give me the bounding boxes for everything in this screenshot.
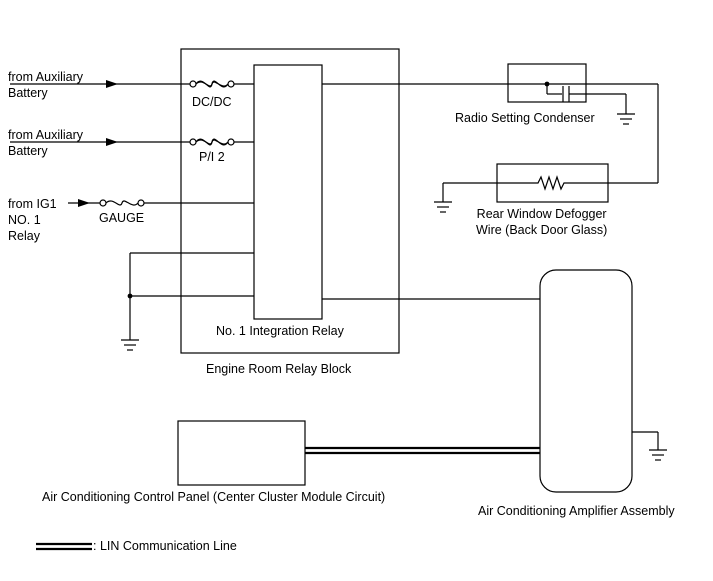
relay-block-title: Engine Room Relay Block xyxy=(206,362,352,376)
lin-line xyxy=(305,446,540,455)
dcdc-fuse-label: DC/DC xyxy=(192,95,232,109)
ac-amp-label: Air Conditioning Amplifier Assembly xyxy=(478,504,675,518)
dcdc-fuse xyxy=(189,80,235,88)
ground-symbol-condenser xyxy=(617,113,635,125)
ac-amplifier-box xyxy=(539,269,633,493)
ac-control-panel-box xyxy=(177,420,306,486)
pi2-fuse xyxy=(189,138,235,146)
pi2-fuse-label: P/I 2 xyxy=(199,150,225,164)
ac-panel-label: Air Conditioning Control Panel (Center C… xyxy=(42,490,386,504)
junction-dot-ground xyxy=(127,293,133,299)
radio-condenser-label: Radio Setting Condenser xyxy=(455,111,595,125)
gauge-fuse xyxy=(99,199,145,207)
engine-room-relay-block xyxy=(180,48,400,354)
arrow-aux2 xyxy=(106,138,118,146)
arrow-aux1 xyxy=(106,80,118,88)
legend-lin-label: : LIN Communication Line xyxy=(93,539,237,553)
arrow-ig1 xyxy=(78,199,90,207)
ground-symbol-left xyxy=(121,339,139,351)
resistor-symbol xyxy=(443,175,608,191)
ground-symbol-amp xyxy=(649,449,667,461)
ground-symbol-defogger xyxy=(434,201,452,213)
radio-condenser-box xyxy=(507,63,587,103)
legend-lin-symbol xyxy=(36,542,92,551)
junction-dot-condenser xyxy=(544,81,550,87)
relay-label: No. 1 Integration Relay xyxy=(216,324,344,338)
no1-integration-relay xyxy=(253,64,323,320)
gauge-fuse-label: GAUGE xyxy=(99,211,145,225)
